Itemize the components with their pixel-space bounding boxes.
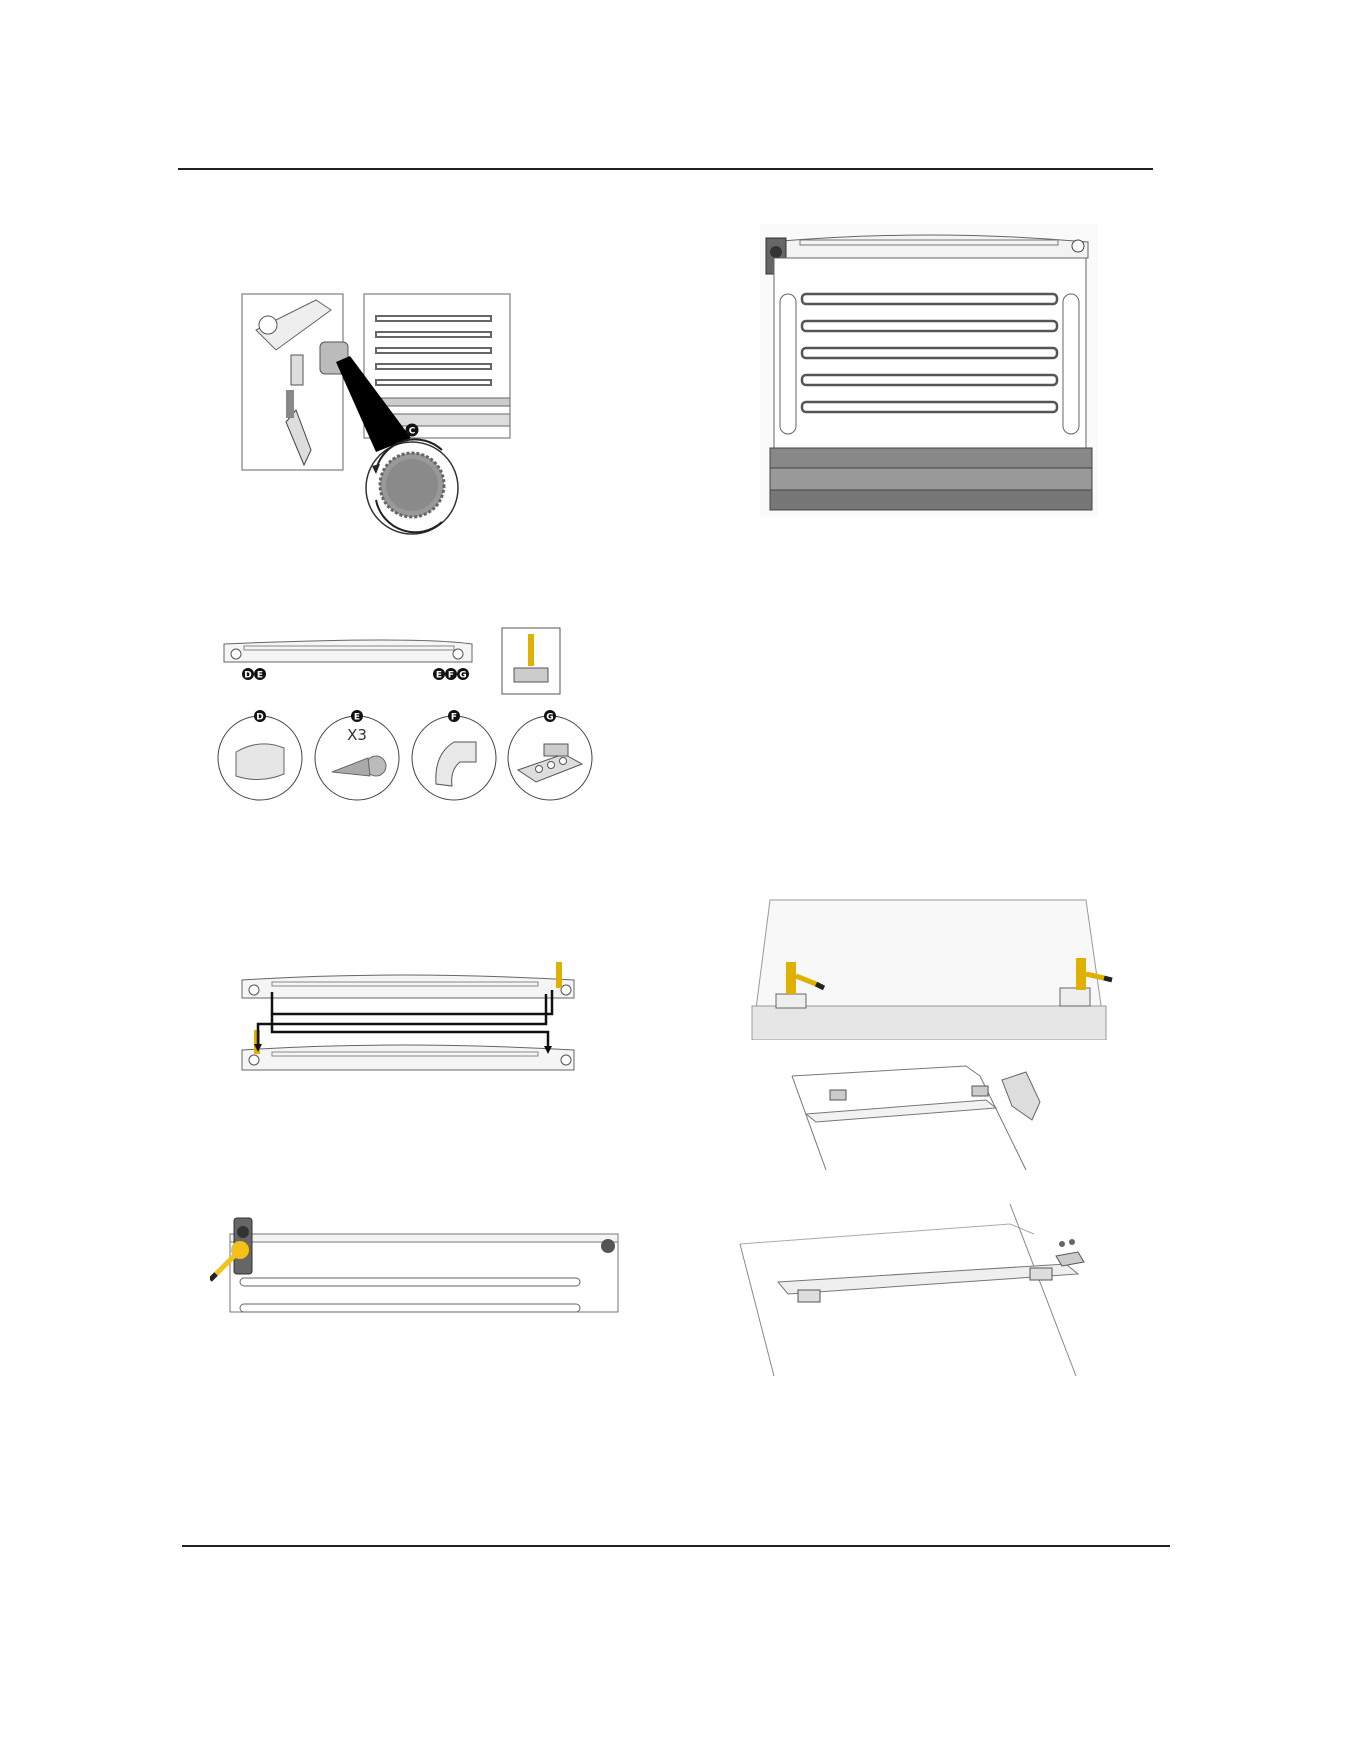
callout-label-c: C: [409, 427, 416, 437]
figure-hinge-screw-top: [210, 1216, 620, 1316]
figure-door-underside: [760, 224, 1098, 516]
svg-text:F: F: [448, 671, 454, 681]
figure-cabinet-top-hinges: [740, 896, 1120, 1040]
svg-text:G: G: [459, 671, 466, 681]
figure-hinge-swap: [236, 950, 588, 1096]
part-f: F: [412, 710, 496, 800]
bar-labels-right: E F G: [433, 668, 469, 681]
svg-text:F: F: [451, 713, 457, 723]
bottom-rule: [182, 1545, 1170, 1547]
figure-hinge-plate-exploded: [786, 1046, 1066, 1170]
svg-text:D: D: [244, 671, 251, 681]
svg-text:E: E: [257, 671, 263, 681]
figure-hinge-parts: D E E F G D X3 E F: [214, 624, 610, 808]
part-e: X3 E: [315, 710, 399, 800]
svg-text:G: G: [546, 713, 553, 723]
svg-text:D: D: [256, 713, 263, 723]
screwdriver-icon: [528, 634, 534, 666]
part-e-quantity: X3: [347, 726, 367, 744]
part-g: G: [508, 710, 592, 800]
svg-text:E: E: [436, 671, 442, 681]
part-d: D: [218, 710, 302, 800]
top-rule: [178, 168, 1153, 170]
figure-hinge-plate-reassembly: [738, 1204, 1098, 1376]
bar-labels-left: D E: [242, 668, 266, 681]
svg-text:E: E: [354, 713, 360, 723]
figure-knob-removal: C: [236, 290, 526, 540]
